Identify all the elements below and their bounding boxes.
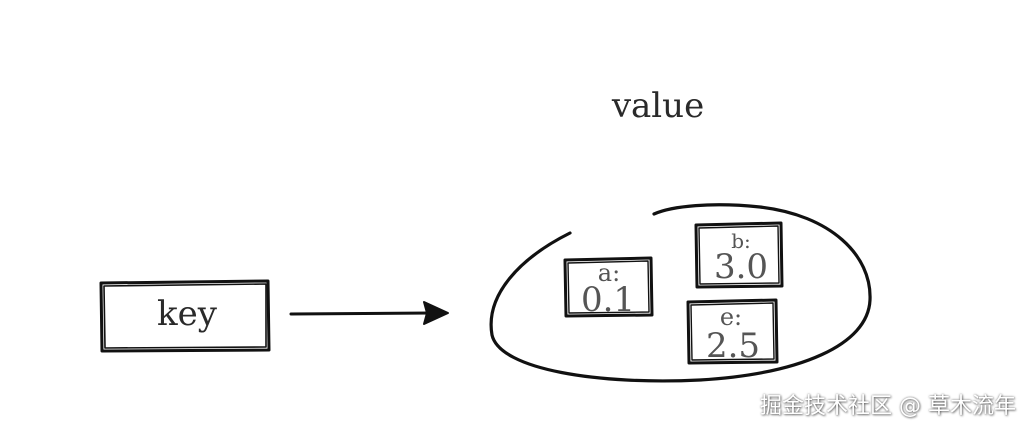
field-value-e: 2.5 <box>706 326 760 366</box>
field-box-e: e: 2.5 <box>686 298 779 366</box>
field-name-a: a: <box>598 259 620 287</box>
field-name-e: e: <box>720 303 742 331</box>
field-value-a: 0.1 <box>581 280 635 320</box>
field-box-a: a: 0.1 <box>563 256 654 320</box>
field-name-b: b: <box>731 229 751 253</box>
key-box: key <box>99 279 271 353</box>
key-label: key <box>157 294 218 334</box>
field-box-b: b: 3.0 <box>694 221 784 289</box>
watermark: 掘金技术社区 @ 草木流年 <box>760 394 1016 419</box>
value-title: value <box>611 86 704 126</box>
field-value-b: 3.0 <box>714 247 768 287</box>
value-ellipse <box>489 203 872 383</box>
mapping-arrow <box>289 301 449 325</box>
